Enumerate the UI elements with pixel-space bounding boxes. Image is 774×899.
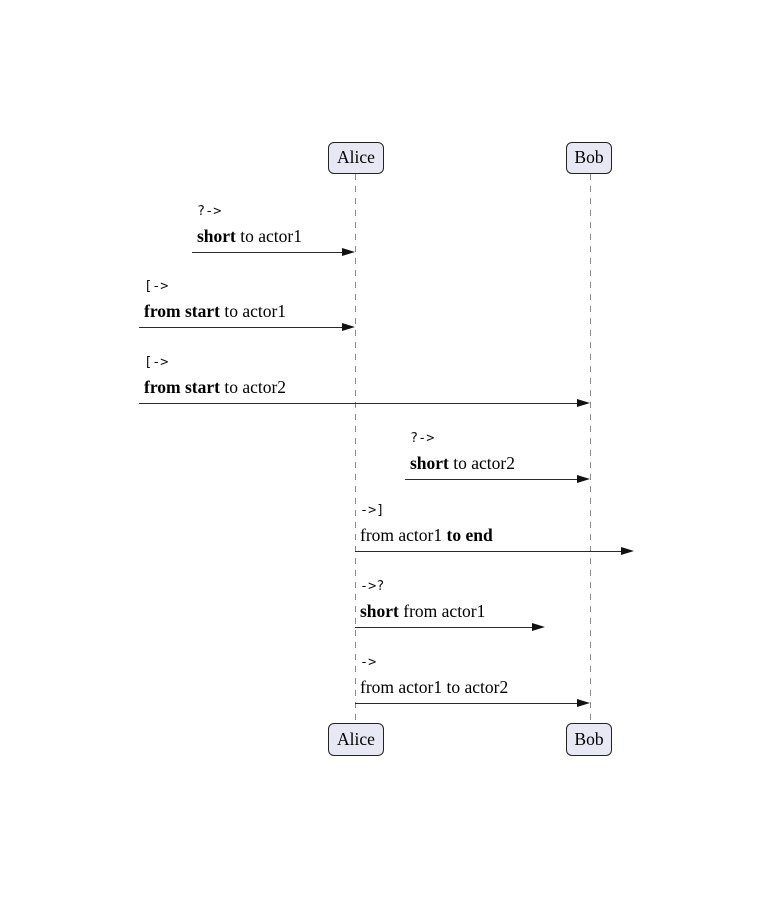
arrow-line (355, 627, 542, 628)
message-label: from actor1 to end (360, 525, 493, 545)
arrow-line (405, 479, 587, 480)
message-operator: ?-> (410, 430, 435, 446)
arrow-head-icon (342, 323, 355, 331)
message-operator: ->] (360, 502, 385, 518)
message-operator: -> (360, 654, 377, 670)
actor-label-alice: Alice (337, 147, 375, 167)
message-from-actor1-to-end: ->] from actor1 to end (355, 499, 634, 559)
actor-box-alice-bottom: Alice (328, 723, 384, 756)
actor-label-bob: Bob (574, 147, 604, 167)
arrow-head-icon (532, 623, 545, 631)
message-label: from start to actor1 (144, 301, 287, 321)
message-label: short to actor1 (197, 226, 302, 246)
message-short-to-actor2: ?-> short to actor2 (405, 427, 590, 487)
arrow-head-icon (577, 399, 590, 407)
actor-box-bob-bottom: Bob (566, 723, 612, 756)
message-short-to-actor1: ?-> short to actor1 (192, 200, 355, 260)
message-label: short to actor2 (410, 453, 515, 473)
arrow-line (355, 551, 631, 552)
arrow-head-icon (577, 475, 590, 483)
lifeline-bob (590, 174, 592, 724)
actor-box-bob-top: Bob (566, 142, 612, 174)
message-operator: [-> (144, 354, 169, 370)
arrow-line (192, 252, 352, 253)
message-operator: ->? (360, 578, 385, 594)
message-operator: ?-> (197, 203, 222, 219)
arrow-head-icon (577, 699, 590, 707)
message-from-start-to-actor2: [-> from start to actor2 (139, 351, 590, 411)
message-label: from actor1 to actor2 (360, 677, 509, 697)
arrow-line (139, 403, 587, 404)
message-from-actor1-to-actor2: -> from actor1 to actor2 (355, 651, 590, 711)
message-label: short from actor1 (360, 601, 486, 621)
message-short-from-actor1: ->? short from actor1 (355, 575, 545, 635)
message-from-start-to-actor1: [-> from start to actor1 (139, 275, 355, 335)
lifeline-alice (355, 174, 357, 724)
message-label: from start to actor2 (144, 377, 287, 397)
message-operator: [-> (144, 278, 169, 294)
arrow-line (139, 327, 352, 328)
arrow-head-icon (621, 547, 634, 555)
arrow-line (355, 703, 587, 704)
arrow-head-icon (342, 248, 355, 256)
actor-box-alice-top: Alice (328, 142, 384, 174)
actor-label-alice: Alice (337, 729, 375, 749)
actor-label-bob: Bob (574, 729, 604, 749)
